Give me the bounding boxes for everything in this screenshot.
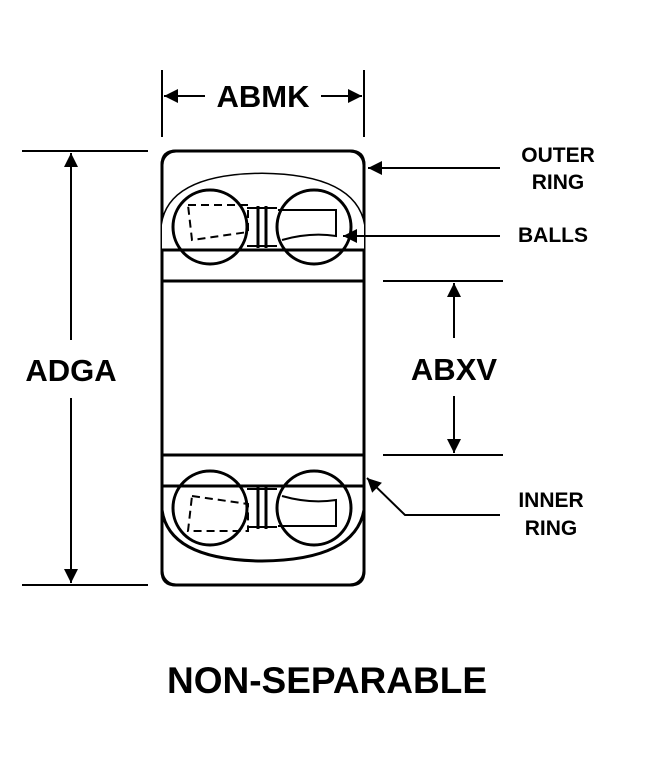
ball [171,469,249,547]
race-top [162,174,364,250]
inner-ring-top [160,248,366,283]
balls-callout: BALLS [343,224,588,247]
inner-ring-callout: INNER RING [366,477,584,540]
ball [275,188,353,266]
inner-ring-bottom [160,453,366,488]
bore-dimension: ABXV [383,280,503,456]
outer-ring-label-line1: OUTER [521,144,595,167]
diagram-caption: NON-SEPARABLE [167,660,487,701]
outer-diameter-label: ADGA [25,353,116,388]
balls-label: BALLS [518,224,588,247]
inner-ring-label-line2: RING [525,517,578,540]
width-dimension: ABMK [161,70,365,137]
balls-bottom [171,469,353,547]
balls-top [171,188,353,266]
inner-ring-label-line1: INNER [518,489,583,512]
outer-ring-label-line2: RING [532,171,585,194]
outer-diameter-dimension: ADGA [22,150,148,586]
bearing-section [160,149,366,587]
width-label: ABMK [217,79,311,114]
bore-label: ABXV [411,352,497,387]
ball [275,469,353,547]
outer-ring-bottom [160,509,366,587]
outer-ring-callout: OUTER RING [368,144,595,194]
